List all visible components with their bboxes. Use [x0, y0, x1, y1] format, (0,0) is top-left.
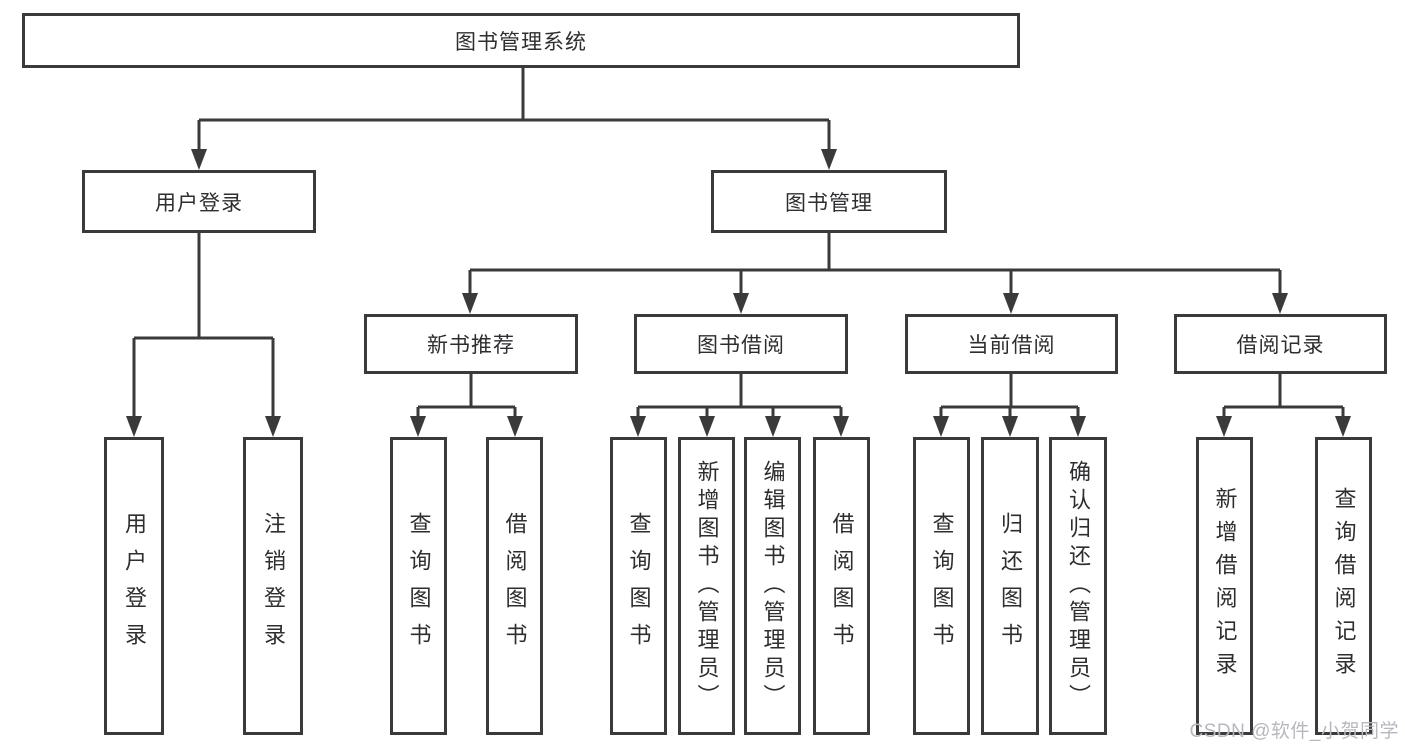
leaf-add-borrow-record: 新增借阅记录: [1196, 437, 1253, 735]
leaf-user-login: 用户登录: [104, 437, 164, 735]
node-label: 归还图书: [998, 512, 1023, 660]
node-label: 查询图书: [626, 512, 652, 660]
node-book-borrowing: 图书借阅: [634, 314, 848, 374]
node-label: 查询借阅记录: [1331, 487, 1357, 685]
node-label: 查询图书: [929, 512, 955, 660]
node-current-borrowing: 当前借阅: [905, 314, 1118, 374]
node-label: 确认归还（管理员）: [1066, 460, 1091, 712]
node-borrowing-records: 借阅记录: [1174, 314, 1387, 374]
leaf-confirm-return-admin: 确认归还（管理员）: [1049, 437, 1107, 735]
node-label: 新增借阅记录: [1212, 487, 1238, 685]
leaf-borrow-books-borrowing: 借阅图书: [813, 437, 870, 735]
leaf-query-books-borrowing: 查询图书: [610, 437, 667, 735]
node-label: 新书推荐: [427, 334, 515, 357]
node-label: 注销登录: [261, 512, 286, 660]
leaf-add-books-admin: 新增图书（管理员）: [678, 437, 735, 735]
node-user-login: 用户登录: [82, 170, 316, 233]
arrowhead-icons: [126, 149, 1351, 437]
node-label: 当前借阅: [967, 334, 1056, 357]
node-new-book-recommendation: 新书推荐: [364, 314, 578, 374]
node-book-management: 图书管理: [711, 170, 947, 233]
node-label: 图书管理: [785, 191, 873, 215]
node-label: 借阅记录: [1236, 334, 1325, 357]
leaf-query-borrow-record: 查询借阅记录: [1315, 437, 1372, 735]
node-label: 编辑图书（管理员）: [760, 460, 786, 712]
node-label: 图书借阅: [697, 334, 785, 357]
node-label: 借阅图书: [502, 512, 528, 660]
leaf-query-books-recommend: 查询图书: [390, 437, 447, 735]
node-label: 用户登录: [122, 512, 147, 660]
leaf-edit-books-admin: 编辑图书（管理员）: [744, 437, 801, 735]
node-library-management-system: 图书管理系统: [22, 13, 1020, 68]
node-label: 新增图书（管理员）: [694, 460, 720, 712]
node-label: 借阅图书: [829, 512, 855, 660]
leaf-query-books-current: 查询图书: [913, 437, 970, 735]
node-label: 用户登录: [155, 191, 243, 215]
node-label: 图书管理系统: [455, 30, 587, 54]
leaf-logout-login: 注销登录: [243, 437, 303, 735]
csdn-watermark: CSDN @软件_小贺同学: [1189, 721, 1399, 742]
leaf-return-books: 归还图书: [981, 437, 1039, 735]
node-label: 查询图书: [406, 512, 432, 660]
leaf-borrow-books-recommend: 借阅图书: [486, 437, 543, 735]
